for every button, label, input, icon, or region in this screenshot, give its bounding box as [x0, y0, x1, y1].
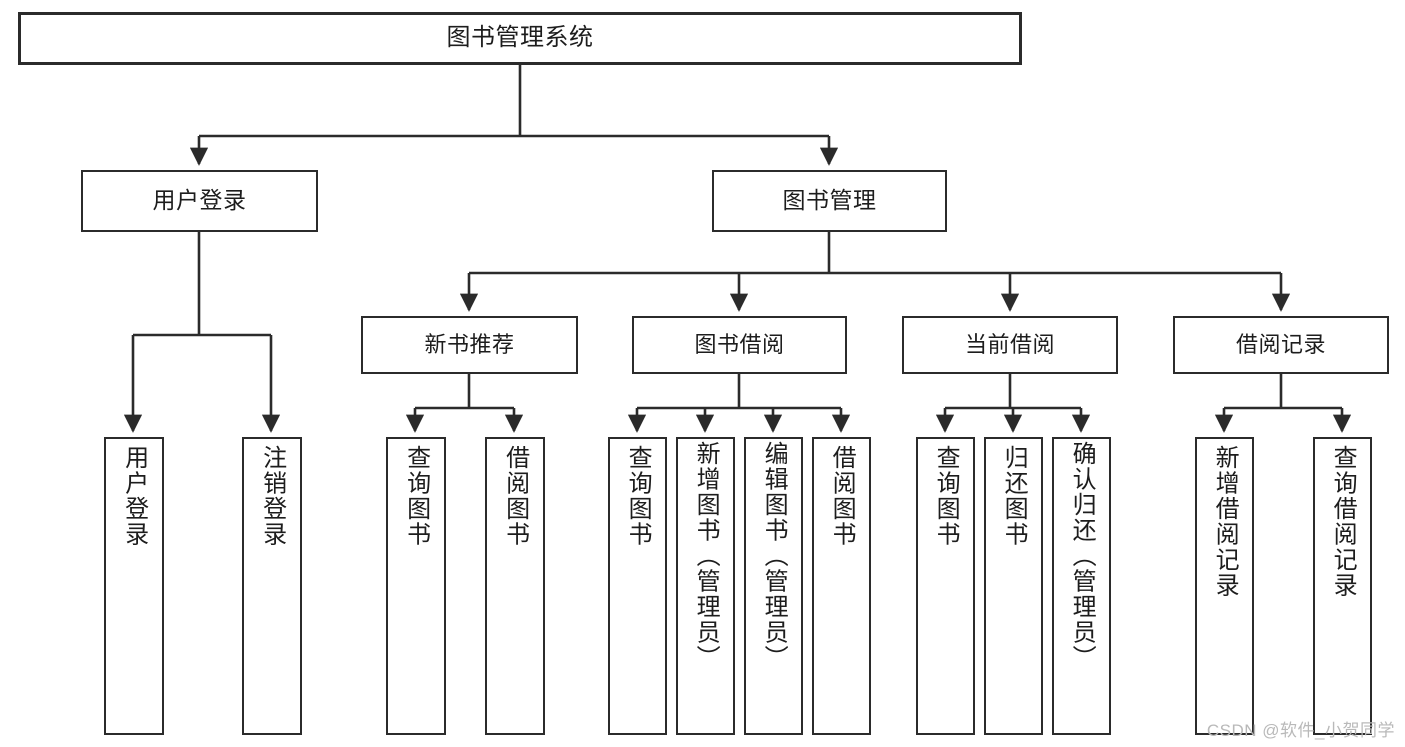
node-current-borrow[interactable]: 当前借阅 — [902, 316, 1118, 374]
node-label: 用户登录 — [152, 187, 247, 214]
node-label: 借阅图书 — [828, 445, 856, 547]
node-new-book-recommend[interactable]: 新书推荐 — [361, 316, 578, 374]
node-label: 用户登录 — [120, 445, 148, 547]
leaf-query-book-current[interactable]: 查询图书 — [916, 437, 975, 735]
node-label: 归还图书 — [1000, 445, 1028, 547]
node-borrow-record[interactable]: 借阅记录 — [1173, 316, 1389, 374]
leaf-query-borrow-record[interactable]: 查询借阅记录 — [1313, 437, 1372, 735]
leaf-user-login[interactable]: 用户登录 — [104, 437, 164, 735]
leaf-query-book-borrow[interactable]: 查询图书 — [608, 437, 667, 735]
leaf-confirm-return-admin[interactable]: 确认归还（管理员） — [1052, 437, 1111, 735]
leaf-logout[interactable]: 注销登录 — [242, 437, 302, 735]
node-label: 当前借阅 — [964, 331, 1055, 357]
leaf-return-book[interactable]: 归还图书 — [984, 437, 1043, 735]
leaf-borrow-book[interactable]: 借阅图书 — [812, 437, 871, 735]
node-label: 确认归还（管理员） — [1068, 441, 1096, 671]
node-book-management-system[interactable]: 图书管理系统 — [18, 12, 1022, 65]
watermark-text: CSDN @软件_小贺同学 — [1206, 721, 1395, 740]
node-label: 编辑图书（管理员） — [760, 441, 788, 671]
leaf-borrow-book-newbook[interactable]: 借阅图书 — [485, 437, 545, 735]
node-user-login[interactable]: 用户登录 — [81, 170, 318, 232]
node-label: 新增图书（管理员） — [692, 441, 720, 671]
node-label: 查询借阅记录 — [1329, 445, 1357, 598]
node-label: 新增借阅记录 — [1211, 445, 1239, 598]
leaf-add-book-admin[interactable]: 新增图书（管理员） — [676, 437, 735, 735]
node-label: 新书推荐 — [424, 331, 515, 357]
node-label: 图书借阅 — [694, 331, 785, 357]
node-label: 注销登录 — [258, 445, 286, 547]
node-book-management[interactable]: 图书管理 — [712, 170, 947, 232]
leaf-edit-book-admin[interactable]: 编辑图书（管理员） — [744, 437, 803, 735]
node-label: 查询图书 — [402, 445, 430, 547]
node-label: 图书管理 — [782, 187, 877, 214]
node-label: 查询图书 — [932, 445, 960, 547]
node-label: 图书管理系统 — [446, 24, 594, 52]
node-label: 借阅图书 — [501, 445, 529, 547]
node-label: 查询图书 — [624, 445, 652, 547]
node-label: 借阅记录 — [1235, 331, 1326, 357]
node-book-borrow[interactable]: 图书借阅 — [632, 316, 847, 374]
leaf-query-book-newbook[interactable]: 查询图书 — [386, 437, 446, 735]
leaf-add-borrow-record[interactable]: 新增借阅记录 — [1195, 437, 1254, 735]
